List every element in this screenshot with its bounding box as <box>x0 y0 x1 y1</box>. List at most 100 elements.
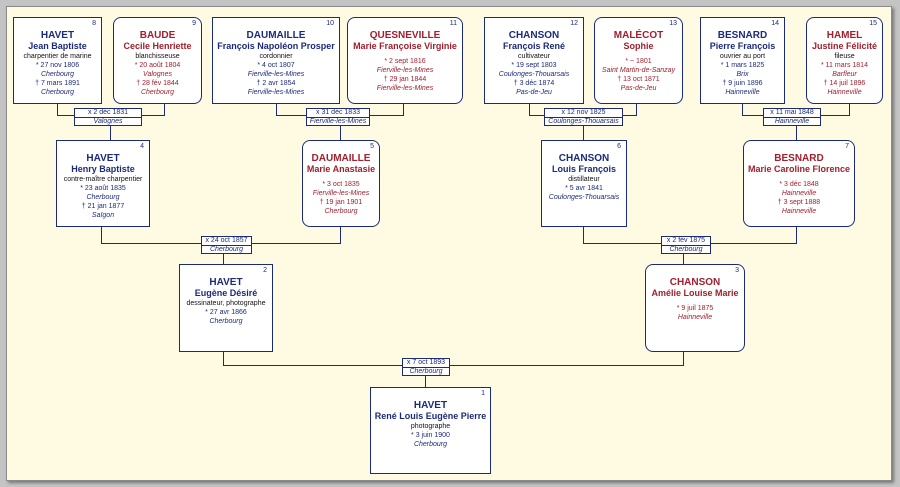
surname: HAMEL <box>826 30 863 41</box>
birth-place: Valognes <box>143 71 172 78</box>
marriage-place: Hainneville <box>774 118 810 125</box>
connector-line <box>276 103 277 115</box>
person-card-4[interactable]: 4 HAVET Henry Baptiste contre-maître cha… <box>56 140 150 227</box>
birth-place: Coulonges-Thouarsais <box>498 71 570 78</box>
birth-date: * 3 oct 1835 <box>322 181 360 188</box>
death-place: Pas-de-Jeu <box>620 85 657 92</box>
person-card-10[interactable]: 10 DAUMAILLE François Napoléon Prosper c… <box>212 17 340 104</box>
birth-place: Fierville-les-Mines <box>376 67 434 74</box>
occupation: charpentier de marine <box>23 53 92 60</box>
given-name: Sophie <box>623 41 654 51</box>
death-date: † 3 sept 1888 <box>777 199 821 206</box>
death-place: Pas-de-Jeu <box>516 89 552 96</box>
marriage-box-12-13[interactable]: x 12 nov 1825 Coulonges-Thouarsais <box>544 108 623 126</box>
death-date: † 13 oct 1871 <box>617 76 660 83</box>
connector-line <box>223 351 224 365</box>
death-place: Hainneville <box>827 89 862 96</box>
birth-place: Hainneville <box>677 314 713 321</box>
marriage-date: x 2 fév 1875 <box>662 237 710 246</box>
person-number: 12 <box>570 20 578 27</box>
birth-date: * 5 avr 1841 <box>565 185 603 192</box>
birth-place: Cherbourg <box>40 71 75 78</box>
marriage-date: x 2 déc 1831 <box>75 109 141 118</box>
marriage-date: x 31 déc 1833 <box>307 109 369 118</box>
birth-place: Saint Martin-de-Sanzay <box>601 67 676 74</box>
person-number: 8 <box>92 20 96 27</box>
connector-line <box>223 253 224 264</box>
death-date: † 2 avr 1854 <box>256 80 296 87</box>
occupation: ouvrier au port <box>719 53 766 60</box>
marriage-box-10-11[interactable]: x 31 déc 1833 Fierville-les-Mines <box>306 108 370 126</box>
connector-line <box>403 103 404 115</box>
marriage-box-14-15[interactable]: x 11 mai 1848 Hainneville <box>763 108 821 126</box>
birth-place: Fierville-les-Mines <box>247 71 305 78</box>
person-card-3[interactable]: 3 CHANSON Amélie Louise Marie * 9 juil 1… <box>645 264 745 352</box>
death-date: † 9 juin 1896 <box>722 80 763 87</box>
person-card-6[interactable]: 6 CHANSON Louis François distillateur * … <box>541 140 627 227</box>
death-place: Fierville-les-Mines <box>247 89 305 96</box>
person-card-8[interactable]: 8 HAVET Jean Baptiste charpentier de mar… <box>13 17 102 104</box>
marriage-box-2-3[interactable]: x 7 oct 1893 Cherbourg <box>402 358 450 376</box>
given-name: Marie Françoise Virginie <box>353 41 457 51</box>
surname: HAVET <box>209 277 243 288</box>
person-number: 9 <box>192 20 196 27</box>
person-number: 1 <box>481 390 485 397</box>
person-card-13[interactable]: 13 MALÉCOT Sophie * ~ 1801 Saint Martin-… <box>594 17 683 104</box>
given-name: Pierre François <box>709 41 776 51</box>
birth-date: * 19 sept 1803 <box>511 62 557 69</box>
birth-date: * ~ 1801 <box>625 58 652 65</box>
given-name: Louis François <box>551 164 616 174</box>
person-card-11[interactable]: 11 QUESNEVILLE Marie Françoise Virginie … <box>347 17 463 104</box>
marriage-place: Valognes <box>93 118 123 125</box>
birth-place: Brix <box>736 71 749 78</box>
person-card-15[interactable]: 15 HAMEL Justine Félicité fileuse * 11 m… <box>806 17 883 104</box>
death-date: † 3 déc 1874 <box>513 80 555 87</box>
person-card-5[interactable]: 5 DAUMAILLE Marie Anastasie * 3 oct 1835… <box>302 140 380 227</box>
birth-date: * 9 juil 1875 <box>676 305 714 312</box>
death-date: † 29 jan 1844 <box>383 76 427 83</box>
birth-place: Cherbourg <box>86 194 120 201</box>
occupation: fileuse <box>834 53 855 60</box>
connector-line <box>101 226 102 243</box>
marriage-date: x 11 mai 1848 <box>764 109 820 118</box>
marriage-box-4-9[interactable]: x 2 déc 1831 Valognes <box>74 108 142 126</box>
connector-line <box>164 103 165 115</box>
marriage-place: Fierville-les-Mines <box>309 118 367 125</box>
person-number: 15 <box>869 20 877 27</box>
birth-date: * 3 déc 1848 <box>779 181 819 188</box>
given-name: Marie Caroline Florence <box>747 164 851 174</box>
connector-line <box>110 125 111 140</box>
marriage-box-4-5[interactable]: x 24 oct 1857 Cherbourg <box>201 236 252 254</box>
birth-place: Fierville-les-Mines <box>312 190 370 197</box>
surname: CHANSON <box>669 277 721 288</box>
death-date: † 7 mars 1891 <box>35 80 80 87</box>
birth-place: Cherbourg <box>209 318 243 325</box>
marriage-box-6-7[interactable]: x 2 fév 1875 Cherbourg <box>661 236 711 254</box>
birth-place: Barfleur <box>832 71 857 78</box>
person-card-12[interactable]: 12 CHANSON François René cultivateur * 1… <box>484 17 584 104</box>
birth-date: * 23 août 1835 <box>80 185 126 192</box>
surname: MALÉCOT <box>613 30 664 41</box>
occupation: distillateur <box>568 176 600 183</box>
birth-date: * 4 oct 1807 <box>257 62 295 69</box>
occupation: dessinateur, photographe <box>186 300 266 307</box>
surname: CHANSON <box>558 153 610 164</box>
person-card-2[interactable]: 2 HAVET Eugène Désiré dessinateur, photo… <box>179 264 273 352</box>
person-card-1[interactable]: 1 HAVET René Louis Eugène Pierre photogr… <box>370 387 491 474</box>
connector-line <box>583 226 584 243</box>
birth-date: * 27 nov 1806 <box>35 62 80 69</box>
person-number: 6 <box>617 143 621 150</box>
connector-line <box>796 226 797 243</box>
connector-line <box>683 253 684 264</box>
person-number: 14 <box>771 20 779 27</box>
death-place: Hainneville <box>725 89 760 96</box>
death-place: Cherbourg <box>40 89 75 96</box>
given-name: Cecile Henriette <box>123 41 192 51</box>
person-card-9[interactable]: 9 BAUDE Cecile Henriette blanchisseuse *… <box>113 17 202 104</box>
death-date: † 21 jan 1877 <box>81 203 125 210</box>
given-name: Jean Baptiste <box>28 41 87 51</box>
person-card-7[interactable]: 7 BESNARD Marie Caroline Florence * 3 dé… <box>743 140 855 227</box>
person-card-14[interactable]: 14 BESNARD Pierre François ouvrier au po… <box>700 17 785 104</box>
birth-place: Coulonges-Thouarsais <box>548 194 620 201</box>
surname: DAUMAILLE <box>246 30 306 41</box>
